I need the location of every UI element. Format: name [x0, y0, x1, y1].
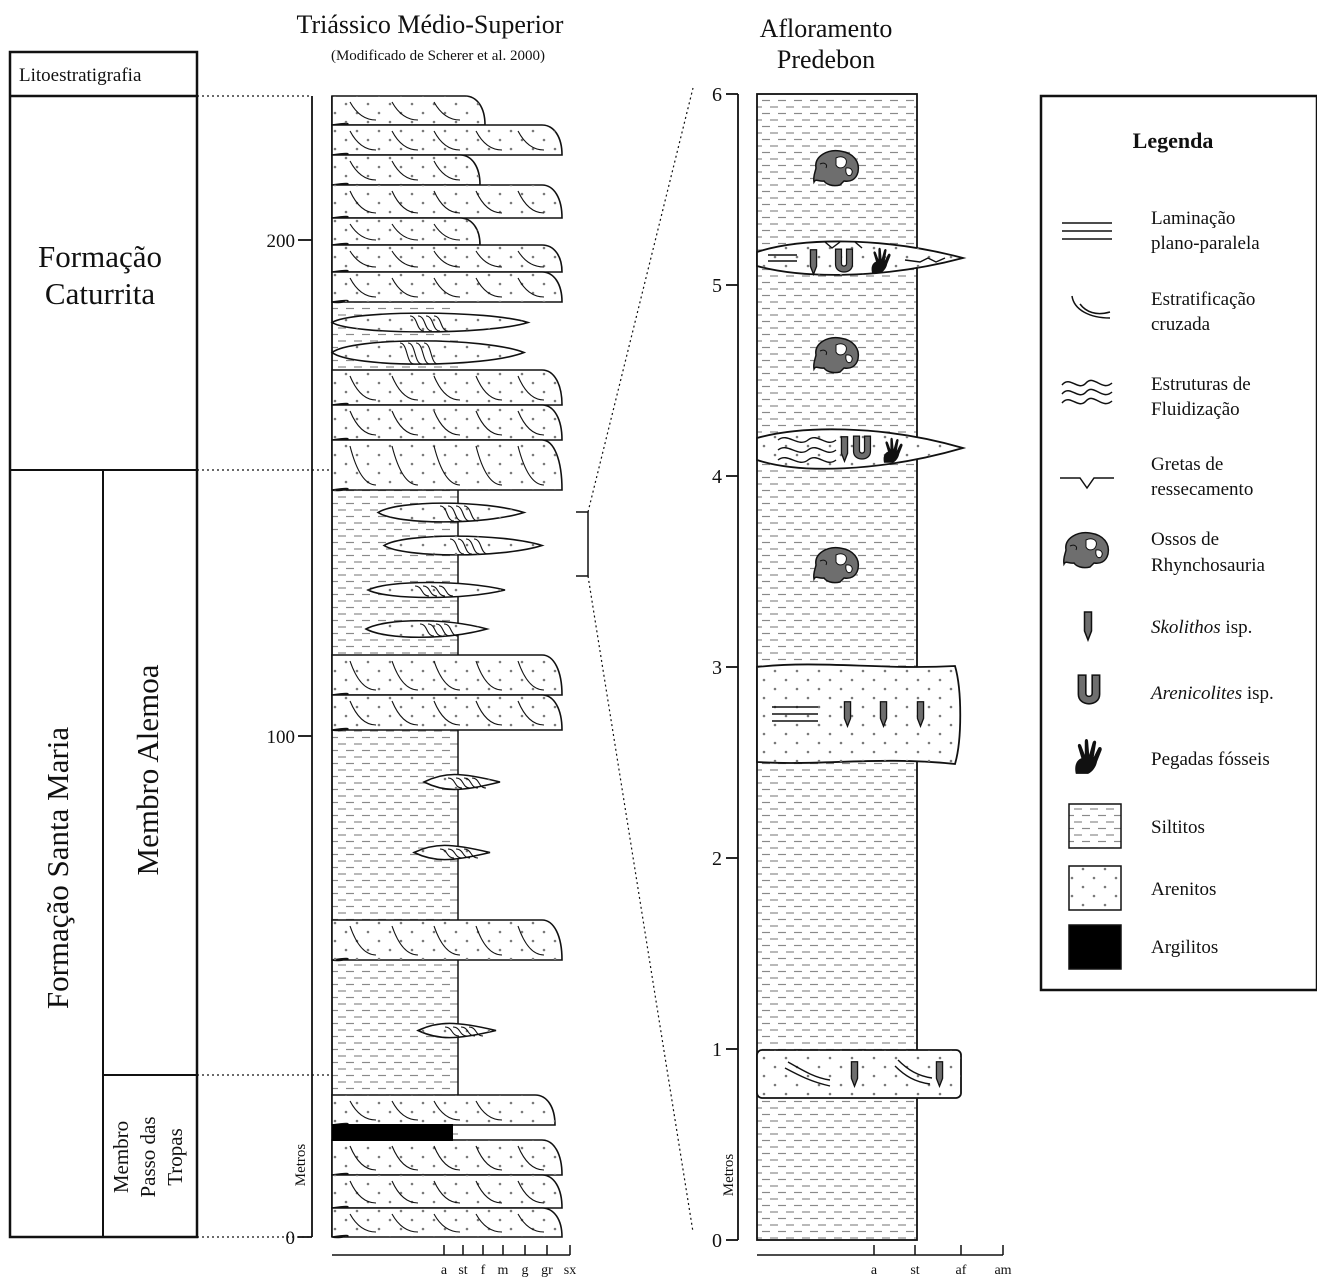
right-title-line2: Predebon — [777, 45, 875, 74]
member-passo-line1: Membro — [109, 1121, 133, 1193]
legend-label: Arenitos — [1151, 879, 1216, 900]
sandstone-swatch-icon — [1068, 865, 1122, 911]
lithostratigraphy-table: Litoestratigrafia Formação Caturrita For… — [8, 50, 199, 1239]
outcrop-tick-label: 4 — [712, 466, 722, 488]
legend-label: cruzada — [1151, 314, 1211, 335]
legend-label-skolithos: Skolithos isp. — [1151, 617, 1252, 638]
legend-label: Gretas de — [1151, 454, 1223, 475]
grain-size-label: st — [910, 1263, 919, 1278]
fluidization-icon — [1061, 379, 1113, 405]
legend-label-italic: Arenicolites — [1149, 683, 1242, 704]
lithostratigraphy-header: Litoestratigrafia — [19, 65, 142, 86]
outcrop-tick-label: 2 — [712, 848, 722, 870]
mudcrack-icon — [1060, 477, 1114, 490]
outcrop-tick-label: 5 — [712, 275, 722, 297]
rhynchosaur-bone — [812, 336, 860, 374]
outcrop-tick-label: 3 — [712, 657, 722, 679]
member-passo-line3: Tropas — [163, 1128, 187, 1186]
left-title: Triássico Médio-Superior — [297, 10, 564, 39]
formation-caturrita-line1: Formação — [38, 239, 162, 274]
regional-tick-100: 100 — [267, 727, 296, 748]
formation-santa-maria: Formação Santa Maria — [40, 727, 75, 1010]
legend-title: Legenda — [1133, 128, 1214, 153]
grain-size-label: gr — [541, 1263, 553, 1278]
rhynchosaur-bone — [812, 546, 860, 584]
outcrop-tick-label: 6 — [712, 84, 722, 106]
parallel-lamination-icon — [1062, 222, 1112, 240]
legend-label-arenicolites: Arenicolites isp. — [1149, 683, 1274, 704]
grain-size-label: a — [441, 1263, 448, 1278]
cross-stratification-icon — [1071, 295, 1111, 319]
claystone-bed — [332, 1124, 453, 1141]
left-subtitle: (Modificado de Scherer et al. 2000) — [331, 48, 545, 64]
regional-axis-unit: Metros — [293, 1144, 309, 1187]
grain-size-label: f — [481, 1263, 486, 1278]
legend-label: Estruturas de — [1151, 374, 1251, 395]
grain-size-label: m — [498, 1263, 509, 1278]
legend-label: Laminação — [1151, 208, 1235, 229]
grain-size-label: af — [956, 1263, 967, 1278]
member-passo-line2: Passo das — [136, 1116, 160, 1197]
legend-label: Pegadas fósseis — [1151, 749, 1270, 770]
grain-size-label: g — [522, 1263, 529, 1278]
regional-tick-200: 200 — [267, 231, 296, 252]
legend-label-isp: isp. — [1225, 617, 1252, 638]
legend-label: Argilitos — [1151, 937, 1218, 958]
legend-label-italic: Skolithos — [1151, 617, 1221, 638]
legend-label: Estratificação — [1151, 289, 1255, 310]
legend-label: plano-paralela — [1151, 233, 1260, 254]
right-title-line1: Afloramento — [760, 14, 893, 43]
grain-size-label: am — [994, 1263, 1011, 1278]
legend-label-isp: isp. — [1247, 683, 1274, 704]
member-alemoa: Membro Alemoa — [130, 664, 165, 875]
correlation-lines — [197, 87, 694, 1238]
grain-size-label: a — [871, 1263, 878, 1278]
siltstone-swatch-icon — [1068, 803, 1122, 849]
legend: Legenda Laminação — [1039, 94, 1317, 992]
outcrop-axis-unit: Metros — [721, 1154, 737, 1197]
formation-caturrita-line2: Caturrita — [45, 276, 155, 311]
bone-icon — [1062, 531, 1110, 569]
legend-label: Fluidização — [1151, 399, 1240, 420]
outcrop-column: 0 1 2 3 4 5 6 Metros a st af am — [712, 84, 1012, 1278]
rhynchosaur-bone — [812, 149, 860, 187]
legend-label: ressecamento — [1151, 479, 1253, 500]
legend-label: Rhynchosauria — [1151, 555, 1266, 576]
legend-label: Ossos de — [1151, 529, 1219, 550]
outcrop-bracket — [576, 511, 589, 577]
claystone-swatch-icon — [1068, 924, 1122, 970]
grain-size-label: st — [458, 1263, 467, 1278]
regional-tick-0: 0 — [286, 1228, 296, 1249]
outcrop-tick-label: 1 — [712, 1039, 722, 1061]
legend-label: Siltitos — [1151, 817, 1205, 838]
grain-size-label: sx — [564, 1263, 576, 1278]
outcrop-tick-label: 0 — [712, 1230, 722, 1252]
